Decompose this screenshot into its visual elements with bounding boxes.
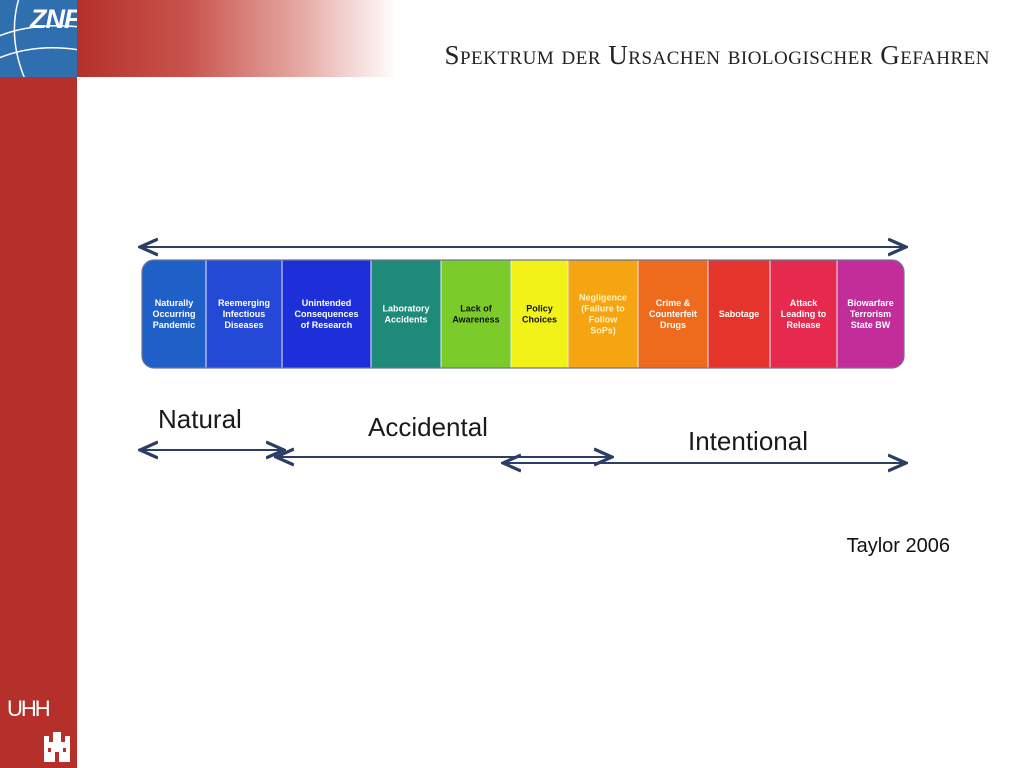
spectrum-cell xyxy=(206,260,282,368)
spectrum-cell xyxy=(441,260,511,368)
range-label-intentional: Intentional xyxy=(688,426,808,456)
spectrum-cell xyxy=(770,260,837,368)
spectrum-cell xyxy=(511,260,568,368)
spectrum-cell xyxy=(638,260,708,368)
left-accent-bar xyxy=(0,0,77,768)
spectrum-bar xyxy=(142,260,904,368)
spectrum-cell xyxy=(282,260,371,368)
range-label-accidental: Accidental xyxy=(368,412,488,442)
uhh-logo-text: UHH xyxy=(7,696,51,721)
cell-label: Sabotage xyxy=(719,309,760,319)
range-label-natural: Natural xyxy=(158,404,242,434)
spectrum-cell xyxy=(371,260,441,368)
source-citation: Taylor 2006 xyxy=(846,535,950,557)
spectrum-bar-outline xyxy=(141,259,905,369)
hamburg-castle-icon xyxy=(44,732,70,762)
znf-logo-icon xyxy=(0,0,77,77)
spectrum-cell xyxy=(568,260,638,368)
spectrum-cell xyxy=(708,260,770,368)
znf-logo: ZNF xyxy=(0,0,77,77)
spectrum-cell xyxy=(837,260,904,368)
znf-logo-text: ZNF xyxy=(30,4,77,34)
header-gradient-band xyxy=(77,0,397,77)
spectrum-cell xyxy=(142,260,206,368)
slide-title: Spektrum der Ursachen biologischer Gefah… xyxy=(444,40,990,70)
